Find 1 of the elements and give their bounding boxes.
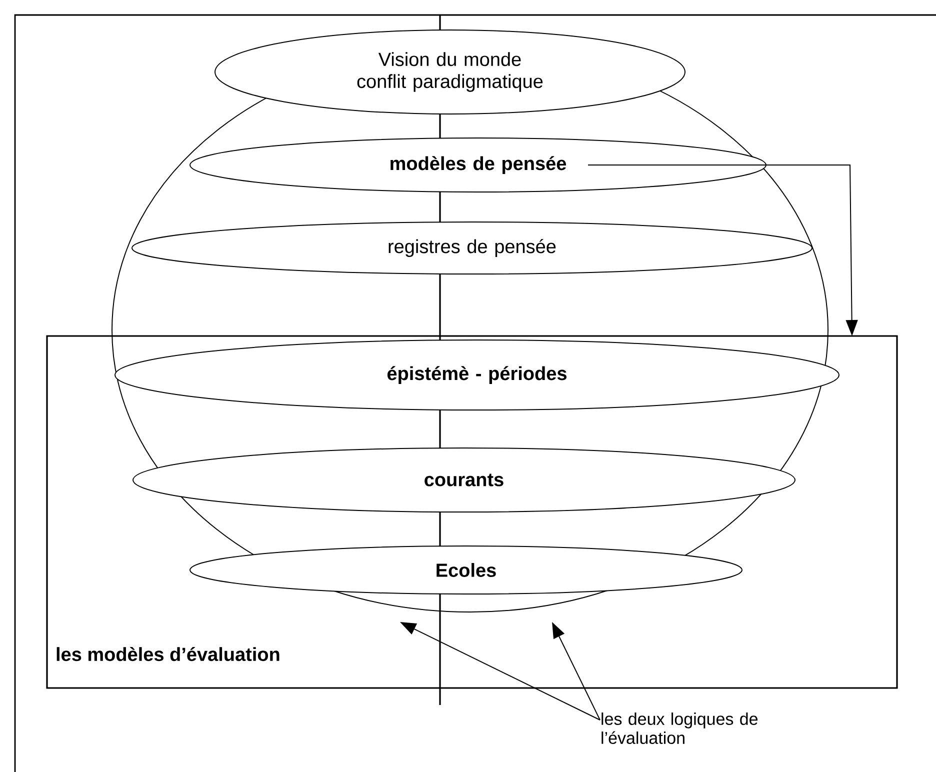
note-text: les deux logiques de l’évaluation [602,712,758,744]
